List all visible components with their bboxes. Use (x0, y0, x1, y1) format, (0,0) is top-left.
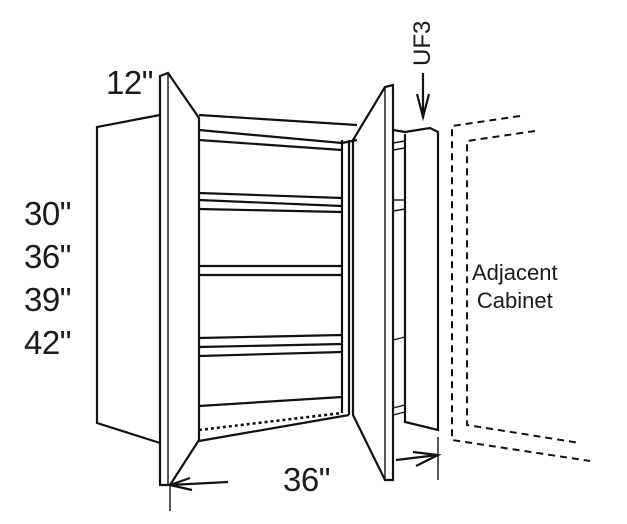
adjacent-label-line2: Cabinet (476, 288, 553, 313)
height-label-30: 30" (24, 195, 71, 232)
filler-label: UF3 (409, 20, 436, 66)
shelf-2 (199, 264, 342, 277)
height-label-36: 36" (24, 238, 71, 275)
right-shelf-edges (392, 140, 406, 416)
left-side-panel (95, 113, 161, 445)
height-options: 30" 36" 39" 42" (24, 194, 71, 363)
width-dimension (166, 437, 442, 511)
uf3-arrow (415, 73, 431, 122)
shelf-3 (198, 333, 343, 358)
left-door (158, 71, 201, 487)
adjacent-cabinet-label: Adjacent Cabinet (472, 259, 558, 315)
cabinet-bottom (198, 395, 350, 443)
adjacent-cabinet-outline (451, 115, 591, 462)
adjacent-label-line1: Adjacent (472, 260, 558, 285)
depth-label: 12" (106, 64, 153, 101)
center-stile (340, 140, 351, 415)
height-label-42: 42" (24, 324, 71, 361)
cabinet-top (198, 113, 358, 152)
shelf-1 (198, 191, 343, 214)
uf3-filler (392, 126, 440, 432)
height-label-39: 39" (24, 281, 71, 318)
right-door (351, 83, 395, 482)
width-label: 36" (283, 461, 330, 498)
